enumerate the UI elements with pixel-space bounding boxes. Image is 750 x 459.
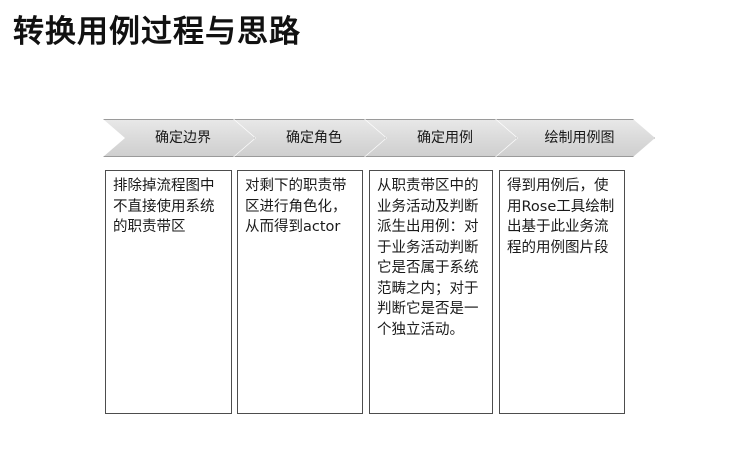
process-step-chevron-1[interactable]: 确定边界 bbox=[103, 119, 255, 157]
process-step-description-1: 排除掉流程图中不直接使用系统的职责带区 bbox=[105, 170, 232, 414]
process-chevron-row: 确定边界 确定角色 确定用例 绘制用例图 bbox=[103, 119, 655, 157]
process-step-description-4: 得到用例后，使用Rose工具绘制出基于此业务流程的用例图片段 bbox=[499, 170, 625, 414]
process-step-chevron-2[interactable]: 确定角色 bbox=[234, 119, 386, 157]
page-title: 转换用例过程与思路 bbox=[13, 14, 301, 50]
process-step-label-3: 确定用例 bbox=[417, 130, 473, 146]
process-step-label-4: 绘制用例图 bbox=[544, 130, 615, 146]
process-step-chevron-4[interactable]: 绘制用例图 bbox=[496, 119, 655, 157]
process-step-label-2: 确定角色 bbox=[286, 130, 342, 146]
process-step-description-3: 从职责带区中的业务活动及判断派生出用例：对于业务活动判断它是否属于系统范畴之内；… bbox=[369, 170, 493, 414]
process-step-label-1: 确定边界 bbox=[155, 130, 211, 146]
process-step-description-2: 对剩下的职责带区进行角色化，从而得到actor bbox=[237, 170, 363, 414]
process-step-chevron-3[interactable]: 确定用例 bbox=[365, 119, 517, 157]
